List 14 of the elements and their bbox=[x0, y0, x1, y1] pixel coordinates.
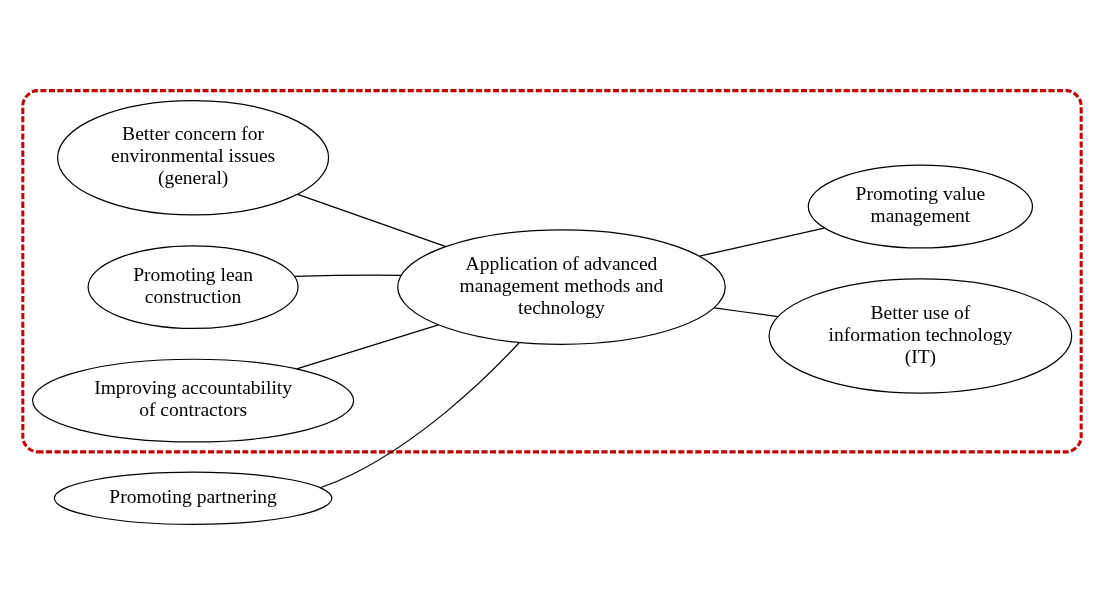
connector bbox=[713, 307, 779, 318]
connector bbox=[297, 193, 447, 248]
node-ellipse: Promoting lean construction bbox=[87, 245, 299, 330]
connector bbox=[319, 341, 520, 489]
connector bbox=[698, 227, 825, 257]
node-ellipse: Improving accountability of contractors bbox=[31, 358, 355, 443]
node-ellipse: Better use of information technology (IT) bbox=[768, 278, 1073, 394]
connector bbox=[296, 324, 440, 370]
node-ellipse: Application of advanced management methods and technology bbox=[397, 229, 726, 345]
node-ellipse: Better concern for environmental issues (general) bbox=[57, 100, 330, 216]
node-ellipse: Promoting value management bbox=[807, 164, 1034, 249]
node-ellipse: Promoting partnering bbox=[53, 471, 333, 525]
connector bbox=[294, 274, 402, 277]
cluster bbox=[21, 89, 1083, 454]
